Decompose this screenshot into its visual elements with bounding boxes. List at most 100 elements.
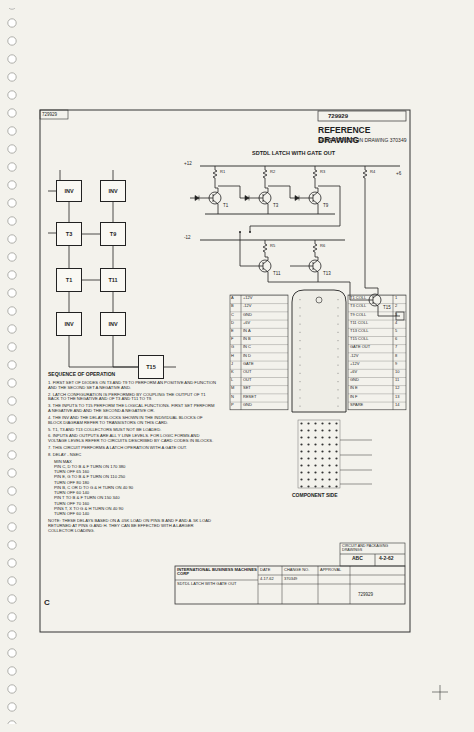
block-label: T9: [110, 231, 116, 237]
pin-cell: 11: [395, 378, 406, 383]
pin-cell: GND: [243, 403, 288, 408]
drawing-stroke: [245, 196, 249, 201]
drawing-label: 729929: [358, 592, 398, 597]
pin-cell: 9: [395, 362, 406, 367]
note-text: TURN OFF 80 180: [54, 481, 218, 486]
note-text: TURN OFF 60 140: [54, 512, 218, 517]
pin-cell: 10: [395, 370, 406, 375]
drawing-stroke: [300, 299, 338, 407]
drawing-label: SEE PRODUCTION DRAWING 370349: [318, 138, 410, 144]
block-label: INV: [64, 321, 73, 327]
pin-cell: 1: [395, 296, 406, 301]
drawing-stroke: [295, 196, 299, 201]
pin-cell: +12V: [243, 296, 288, 301]
pin-cell: A: [231, 296, 240, 301]
note-text: 6. INPUTS AND OUTPUTS ARE ALL Y LINE LEV…: [48, 434, 218, 444]
pin-cell: 2: [395, 304, 406, 309]
sheet-border: [40, 110, 410, 632]
drawing-label: INTERNATIONAL BUSINESS MACHINES CORP: [177, 568, 257, 578]
drawing-stroke: [313, 242, 317, 254]
drawing-stroke: [249, 231, 251, 233]
pin-cell: IN B: [243, 337, 288, 342]
pin-cell: T9 COLL: [350, 313, 393, 318]
note-text: NOTE: THESE DELAYS BASED ON A .05K LOAD …: [48, 519, 218, 533]
note-text: TURN OFF 70 160: [54, 502, 218, 507]
drawing-label: R5: [270, 244, 278, 249]
pin-cell: K: [231, 370, 240, 375]
drawing-stroke: [348, 295, 406, 410]
drawing-label: DATE: [260, 568, 280, 573]
pin-cell: D: [231, 321, 240, 326]
drawing-stroke: [175, 566, 405, 604]
drawing-label: R3: [320, 170, 328, 175]
pin-cell: T15 COLL: [350, 337, 393, 342]
note-text: 7. THIS CIRCUIT PERFORMS A LATCH OPERATI…: [48, 446, 218, 451]
drawing-label: 729929: [42, 112, 66, 117]
drawing-label: SEQUENCE OF OPERATION: [48, 372, 148, 378]
logic-block: INV: [100, 180, 126, 202]
pin-cell: 4: [395, 321, 406, 326]
logic-block: INV: [56, 180, 82, 202]
pin-cell: B: [231, 304, 240, 309]
pin-cell: N: [231, 395, 240, 400]
drawing-label: R4: [370, 170, 378, 175]
pin-cell: L: [231, 378, 240, 383]
pin-cell: IN F: [350, 395, 393, 400]
note-text: PIN E, G TO B & F TURN ON 110 250: [54, 475, 218, 480]
pin-cell: +6V: [243, 321, 288, 326]
drawing-stroke: [175, 566, 405, 604]
note-text: 2. LATCH CONFIGURATION IS PERFORMED BY C…: [48, 393, 218, 403]
drawing-stroke: [263, 242, 267, 254]
logic-block: T9: [100, 222, 126, 246]
pin-cell: F: [231, 337, 240, 342]
logic-block: T1: [56, 268, 82, 292]
note-text: PIN B, C OR D TO G & H TURN ON 40 90: [54, 486, 218, 491]
pin-cell: T13 COLL: [350, 329, 393, 334]
pin-cell: 5: [395, 329, 406, 334]
drawing-label: COMPONENT SIDE: [292, 493, 354, 499]
signal-wire: [113, 246, 114, 268]
pin-cell: RESET: [243, 395, 288, 400]
drawing-stroke: [230, 295, 288, 410]
drawing-stroke: [307, 192, 321, 204]
pin-cell: G: [231, 345, 240, 350]
drawing-label: CHANGE NO.: [284, 568, 317, 573]
block-wire: [48, 191, 56, 233]
drawing-label: T13: [323, 271, 335, 276]
pin-cell: 7: [395, 345, 406, 350]
note-text: 5. T1, T3 AND T13 COLLECTORS MUST NOT BE…: [48, 428, 218, 433]
note-text: 4. THE INV AND THE DELAY BLOCKS SHOWN IN…: [48, 416, 218, 426]
signal-wire: [82, 234, 100, 235]
pin-cell: H: [231, 354, 240, 359]
note-text: TURN OFF 65 160: [54, 470, 218, 475]
note-text: 3. THE INPUTS TO T15 PERFORM THE LOGICAL…: [48, 404, 218, 414]
drawing-stroke: [257, 260, 271, 272]
drawing-label: 729929: [328, 113, 364, 120]
pin-cell: T11 COLL: [350, 321, 393, 326]
title-block: [175, 543, 405, 604]
drawing-stroke: [239, 231, 241, 233]
drawing-stroke: [213, 168, 217, 180]
block-label: INV: [64, 188, 73, 194]
signal-wire: [69, 336, 138, 367]
pin-cell: T1 COLL: [350, 296, 393, 301]
pin-cell: OUT: [243, 370, 288, 375]
crop-mark: [432, 685, 448, 700]
drawing-label: T3: [273, 203, 283, 208]
signal-wire: [113, 202, 114, 222]
note-text: TURN OFF 60 140: [54, 491, 218, 496]
signal-wire: [69, 292, 70, 312]
drawing-label: 4-2-62: [379, 556, 404, 562]
drawing-label: -12: [184, 235, 198, 240]
pin-cell: GATE OUT: [350, 345, 393, 350]
drawing-stroke: [200, 166, 400, 240]
note-text: 1. FIRST SET OF DIODES ON T3 AND T9 TO P…: [48, 381, 218, 391]
card-connector: [292, 290, 372, 488]
block-label: INV: [108, 188, 117, 194]
drawing-stroke: [292, 290, 346, 412]
drawing-stroke: [313, 168, 317, 180]
note-text: 8. DELAY - NSEC: [48, 453, 218, 458]
note-text: MIN MAX: [54, 460, 218, 465]
